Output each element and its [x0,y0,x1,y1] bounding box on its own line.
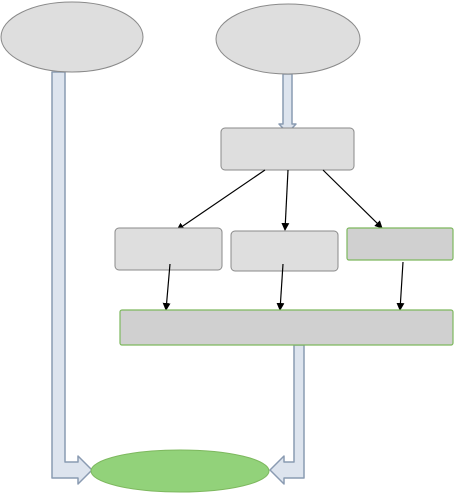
top-right-ellipse [215,3,361,75]
arrow-left-to-bar [162,263,171,311]
center-box [230,230,339,272]
right-box [346,227,454,261]
arrow-middle-to-left [176,169,266,231]
arrow-right-to-bar [396,261,405,311]
left-box [114,227,223,271]
block-arrow-top-to-middle [278,73,297,134]
arrow-center-to-bar [276,263,285,311]
arrow-middle-to-right [322,169,383,229]
middle-box [220,127,355,171]
block-arrow-bar-to-result [269,344,305,485]
block-arrow-left-to-result [51,71,93,485]
top-left-ellipse [0,1,144,73]
result-ellipse [90,449,270,493]
wide-bar [119,309,454,346]
arrow-middle-to-center [281,169,290,231]
